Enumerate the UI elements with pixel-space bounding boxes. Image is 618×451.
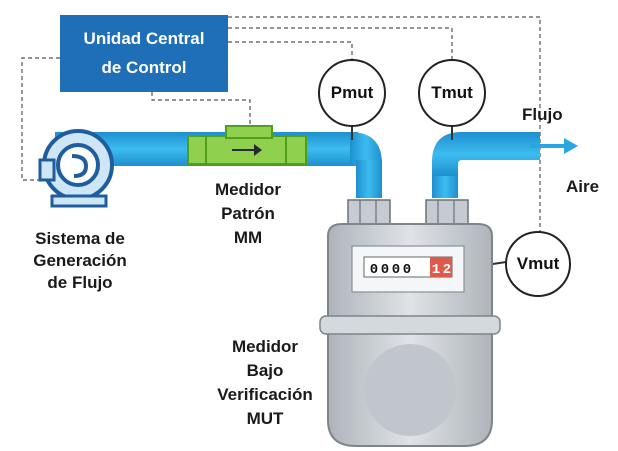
mut-line3: Verificación — [217, 385, 313, 404]
control-line-to-reference-meter — [151, 92, 251, 128]
control-line-to-vmut — [228, 16, 541, 232]
control-line-to-pmut — [228, 41, 353, 60]
flow-system-line2: Generación — [33, 251, 127, 270]
counter-digit: 0 — [392, 262, 400, 278]
meter-counter: 0 0 0 0 1 2 — [363, 256, 453, 278]
gas-meter-body — [319, 223, 501, 447]
inlet-riser — [356, 160, 382, 198]
meter-under-test-label: Medidor Bajo Verificación MUT — [190, 335, 340, 431]
counter-digit: 0 — [403, 262, 411, 278]
mut-line2: Bajo — [246, 361, 284, 380]
reference-meter-line3: MM — [233, 228, 263, 247]
meter-connectors — [347, 199, 469, 225]
flow-system-line1: Sistema de — [35, 229, 125, 248]
reference-meter-line1: Medidor — [214, 180, 282, 199]
mut-line4: MUT — [246, 409, 284, 428]
flow-label: Flujo — [522, 105, 563, 124]
tmut-label: Tmut — [431, 83, 473, 102]
flow-system-label: Sistema de Generación de Flujo — [0, 228, 160, 294]
air-label: Aire — [566, 177, 600, 196]
counter-digit: 0 — [381, 262, 389, 278]
counter-digit-red: 1 — [432, 262, 440, 278]
tmut-sensor — [418, 59, 486, 127]
control-unit-box: Unidad Central de Control — [60, 15, 228, 92]
vmut-sensor — [505, 231, 571, 297]
outlet-elbow — [432, 132, 540, 176]
control-unit-line1: Unidad Central — [83, 29, 205, 48]
blower-icon — [38, 129, 121, 208]
pmut-sensor — [318, 59, 386, 127]
reference-meter-label: Medidor Patrón MM — [178, 178, 318, 250]
flow-system-line3: de Flujo — [47, 273, 113, 292]
reference-meter — [187, 125, 307, 165]
vmut-label: Vmut — [516, 254, 560, 273]
pmut-label: Pmut — [330, 83, 374, 102]
control-line-to-tmut — [228, 27, 453, 60]
reference-meter-line2: Patrón — [221, 204, 275, 223]
control-unit-line2: de Control — [101, 58, 187, 77]
counter-digit-red: 2 — [443, 262, 451, 278]
counter-digit: 0 — [370, 262, 378, 278]
control-line-to-flow-system — [21, 57, 60, 181]
flow-arrow-head — [564, 138, 578, 154]
control-signal-lines — [21, 16, 541, 232]
mut-line1: Medidor — [231, 337, 299, 356]
